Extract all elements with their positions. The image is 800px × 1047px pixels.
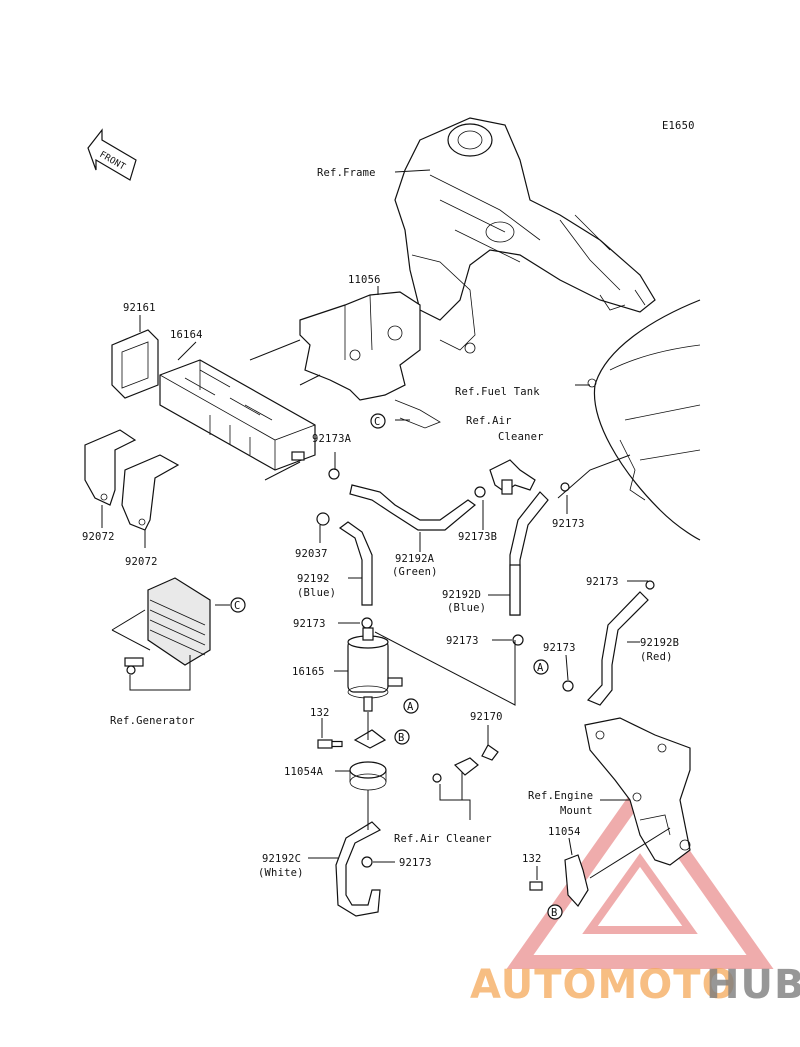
label-92037: 92037 — [295, 548, 328, 560]
connector-a-right: A — [537, 662, 544, 674]
label-16164: 16164 — [170, 329, 203, 341]
ref-fuel-tank-label: Ref.Fuel Tank — [455, 386, 540, 398]
label-92072-a: 92072 — [82, 531, 115, 543]
label-92192A: 92192A — [395, 553, 435, 565]
label-16165: 16165 — [292, 666, 325, 678]
leader-lines — [101, 169, 671, 880]
label-92192-color: (Blue) — [297, 587, 336, 599]
label-92192: 92192 — [297, 573, 330, 585]
canister-16164-part — [159, 359, 316, 471]
bolt-132-a-part — [317, 739, 343, 749]
label-11054A: 11054A — [284, 766, 324, 778]
label-92173-2: 92173 — [446, 635, 479, 647]
label-11054: 11054 — [548, 826, 581, 838]
label-92192B: 92192B — [640, 637, 679, 649]
label-92173A: 92173A — [312, 433, 352, 445]
bolt-132-b-part — [529, 881, 543, 891]
connector-a-canister: A — [407, 701, 414, 713]
connector-b-low: B — [551, 907, 558, 919]
label-92192A-color: (Green) — [392, 566, 438, 578]
label-92173-4: 92173 — [586, 576, 619, 588]
ref-air-cleaner-bottom: Ref.Air Cleaner — [394, 833, 492, 845]
bracket-11054-part — [564, 854, 589, 907]
ref-engine-mount-1: Ref.Engine — [528, 790, 593, 802]
hose-92192B-part — [586, 591, 649, 706]
hose-92192C-part — [335, 821, 382, 917]
front-arrow-icon: FRONT — [87, 128, 137, 181]
joint-92170-part — [453, 744, 499, 776]
label-92173B: 92173B — [458, 531, 497, 543]
hose-92192D-part — [509, 491, 549, 616]
label-92173-r: 92173 — [552, 518, 585, 530]
ref-air-cleaner-top-2: Cleaner — [498, 431, 544, 443]
joint-air-cleaner-part — [489, 459, 536, 495]
frame-part — [394, 117, 656, 354]
generator-part — [124, 577, 211, 675]
cap-92161-part — [111, 329, 159, 399]
valve-16165-part — [347, 627, 403, 712]
label-92170: 92170 — [470, 711, 503, 723]
label-92173-1: 92173 — [293, 618, 326, 630]
connector-b-mid: B — [398, 732, 405, 744]
strap-92072-a-part — [84, 429, 137, 506]
fuel-tank-part — [587, 299, 701, 541]
ref-frame-label: Ref.Frame — [317, 167, 376, 179]
watermark-auto: AUTOMOTO — [470, 962, 737, 1008]
label-92072-b: 92072 — [125, 556, 158, 568]
hose-92192-blue-part — [338, 521, 373, 606]
connector-markers: C C A A B B — [230, 413, 563, 920]
label-92161: 92161 — [123, 302, 156, 314]
label-132-a: 132 — [310, 707, 330, 719]
label-92192C-color: (White) — [258, 867, 304, 879]
bracket-11056-part — [299, 291, 441, 429]
watermark-hub: HUB — [706, 962, 800, 1008]
label-92192B-color: (Red) — [640, 651, 673, 663]
label-92173-3: 92173 — [543, 642, 576, 654]
connector-c-gen: C — [234, 600, 241, 612]
label-92192C: 92192C — [262, 853, 301, 865]
band-11054A-part — [349, 729, 387, 791]
ref-air-cleaner-top-1: Ref.Air — [466, 415, 512, 427]
diagram-code: E1650 — [662, 120, 695, 132]
label-92192D-color: (Blue) — [447, 602, 486, 614]
label-132-b: 132 — [522, 853, 542, 865]
watermark-logo: AUTOMOTO HUB — [470, 962, 800, 1008]
ref-engine-mount-2: Mount — [560, 805, 593, 817]
strap-92072-b-part — [121, 454, 180, 531]
clamp-set — [316, 468, 655, 868]
ref-generator-label: Ref.Generator — [110, 715, 195, 727]
hose-92192A-part — [349, 484, 476, 531]
connector-c-top: C — [374, 416, 381, 428]
engine-mount-part — [584, 717, 691, 866]
label-11056: 11056 — [348, 274, 381, 286]
label-92192D: 92192D — [442, 589, 481, 601]
part-labels: E1650 Ref.Frame 11056 92161 16164 Ref.Fu… — [82, 120, 695, 879]
label-92173-5: 92173 — [399, 857, 432, 869]
